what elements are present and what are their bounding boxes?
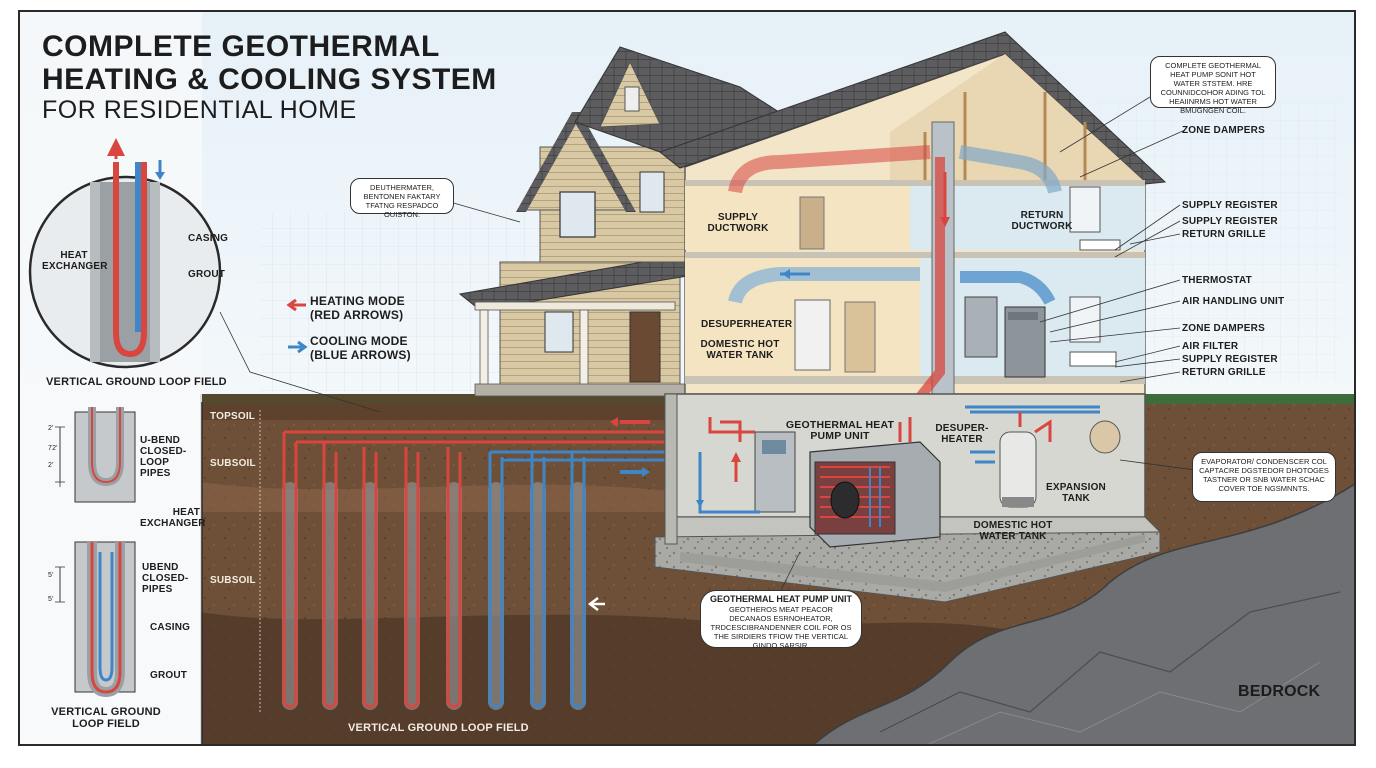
loop-detail-circle (28, 138, 222, 369)
dimension-label: 2' (48, 462, 54, 469)
callout-ghp-title: GEOTHERMAL HEAT PUMP UNIT (709, 594, 852, 604)
right-label-supply-register: SUPPLY REGISTER (1182, 200, 1278, 211)
house (458, 31, 1167, 611)
diagram-frame: COMPLETE GEOTHERMAL HEATING & COOLING SY… (18, 10, 1356, 746)
legend-cooling-sub: (BLUE ARROWS) (310, 348, 411, 362)
right-label-zone-dampers: ZONE DAMPERS (1182, 125, 1265, 136)
legend-heating-label: HEATING MODE (310, 294, 405, 308)
return-ductwork-label: RETURN DUCTWORK (1011, 210, 1073, 232)
right-label-return-grille: RETURN GRILLE (1182, 229, 1266, 240)
right-label-thermostat: THERMOSTAT (1182, 275, 1252, 286)
borehole-detail (59, 407, 136, 698)
ground-loop-field (259, 410, 722, 712)
title-line-3: FOR RESIDENTIAL HOME (42, 96, 357, 124)
desuperheater-basement-label: DESUPER- HEATER (935, 423, 989, 445)
loop-heat-exchanger-label: HEAT EXCHANGER (42, 250, 108, 272)
bedrock (813, 483, 1354, 744)
illustration (20, 12, 1354, 744)
callout-evaporator: EVAPORATOR/ CONDENSCER COL CAPTACRE DGST… (1192, 452, 1336, 502)
right-label-zone-dampers: ZONE DAMPERS (1182, 323, 1265, 334)
blue-arrow-icon (288, 340, 308, 354)
right-label-return-grille: RETURN GRILLE (1182, 367, 1266, 378)
callout-desuperheater-note: DEUTHERMATER, BENTONEN FAKTARY TFATNG RE… (350, 178, 454, 219)
title-line-1: COMPLETE GEOTHERMAL (42, 30, 440, 63)
right-label-supply-register: SUPPLY REGISTER (1182, 354, 1278, 365)
borehole-heat-exchanger-label: HEAT EXCHANGER (140, 507, 206, 529)
bedrock-label: BEDROCK (1238, 683, 1321, 700)
subsoil-label-2: SUBSOIL (210, 575, 256, 586)
loop-field-caption: VERTICAL GROUND LOOP FIELD (348, 722, 529, 734)
loop-detail-caption: VERTICAL GROUND LOOP FIELD (46, 376, 227, 388)
loop-casing-label: CASING (188, 233, 229, 244)
callout-ghp-body: GEOTHEROS MEAT PEACOR DECANAOS ESRNOHEAT… (710, 605, 852, 650)
loop-grout-label: GROUT (188, 269, 226, 280)
borehole-caption: VERTICAL GROUND LOOP FIELD (51, 706, 161, 730)
legend-heating-sub: (RED ARROWS) (310, 308, 404, 322)
legend-cooling-label: COOLING MODE (310, 334, 408, 348)
title-line-2: HEATING & COOLING SYSTEM (42, 63, 497, 96)
dimension-label: 5' (48, 572, 54, 579)
geothermal-heat-pump-unit-label: GEOTHERMAL HEAT PUMP UNIT (785, 419, 895, 442)
subsoil-label-1: SUBSOIL (210, 458, 256, 469)
dimension-label: 72' (48, 445, 58, 452)
borehole-u-bend-label: U-BEND CLOSED- LOOP PIPES (140, 435, 187, 479)
callout-geothermal-heat-pump: GEOTHERMAL HEAT PUMP UNIT GEOTHEROS MEAT… (700, 590, 862, 650)
borehole-casing-label: CASING (150, 622, 191, 633)
red-arrow-icon (286, 298, 306, 312)
right-label-air-handling-unit: AIR HANDLING UNIT (1182, 296, 1285, 307)
leader-lines (55, 96, 1211, 603)
borehole-ubend-label: UBEND CLOSED- PIPES (142, 562, 189, 595)
right-label-supply-register: SUPPLY REGISTER (1182, 216, 1278, 227)
desuperheater-label: DESUPERHEATER (701, 319, 793, 330)
dimension-label: 5' (48, 596, 54, 603)
topsoil-label: TOPSOIL (210, 411, 256, 422)
borehole-grout-label: GROUT (150, 670, 188, 681)
supply-ductwork-label: SUPPLY DUCTWORK (707, 212, 769, 234)
right-label-air-filter: AIR FILTER (1182, 341, 1239, 352)
domestic-hot-water-tank-basement-label: DOMESTIC HOT WATER TANK (973, 520, 1053, 542)
domestic-hot-water-tank-label: DOMESTIC HOT WATER TANK (700, 339, 780, 361)
callout-top-right: COMPLETE GEOTHERMAL HEAT PUMP SONIT HOT … (1150, 56, 1276, 115)
dimension-label: 2' (48, 425, 54, 432)
expansion-tank-label: EXPANSION TANK (1046, 482, 1106, 504)
